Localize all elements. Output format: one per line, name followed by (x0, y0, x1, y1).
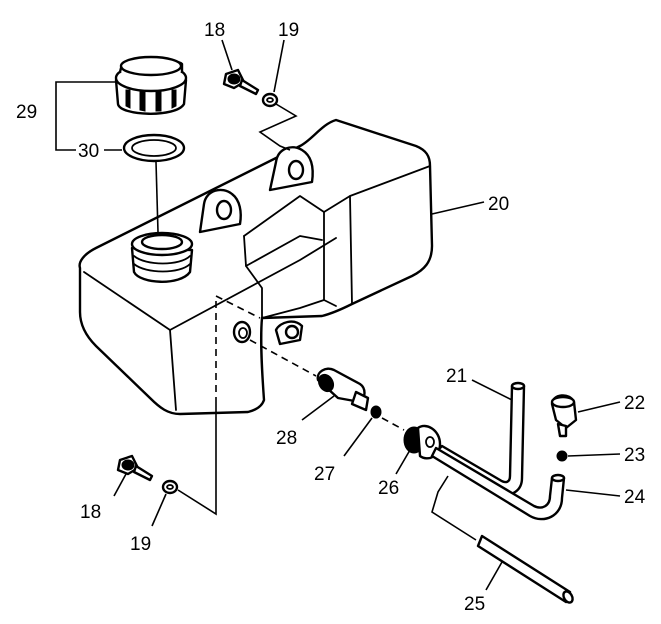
hose-clamp (556, 450, 568, 462)
assembly-line-top-bolt (258, 103, 298, 151)
leader-28 (301, 395, 335, 421)
callout-26: 26 (378, 478, 399, 499)
filter-pipe (476, 534, 574, 604)
callout-22: 22 (624, 393, 645, 414)
callout-23: 23 (624, 445, 645, 466)
o-ring (370, 405, 382, 419)
callout-27: 27 (314, 464, 335, 485)
cap-gasket (122, 133, 186, 163)
leader-27 (343, 417, 373, 457)
leader-22 (577, 401, 621, 413)
leader-25 (485, 561, 503, 591)
callout-29: 29 (16, 102, 37, 123)
hidden-line-oring (381, 417, 405, 431)
outlet-fitting (316, 367, 370, 412)
leader-18-top (221, 39, 233, 71)
assembly-line-bottom-bolt (177, 404, 217, 516)
callout-28: 28 (276, 428, 297, 449)
callout-25: 25 (464, 594, 485, 615)
leader-19-bottom (151, 493, 167, 527)
bolt-bottom (116, 454, 154, 482)
mounting-tab-left (198, 188, 242, 234)
fuel-tank (78, 118, 434, 416)
bolt-top (222, 68, 260, 96)
leader-21 (471, 379, 513, 401)
washer-top (261, 92, 279, 108)
mounting-tab-lower (274, 320, 304, 346)
callout-bracket-29 (55, 81, 76, 151)
callout-20: 20 (488, 194, 509, 215)
callout-19-bottom: 19 (130, 534, 151, 555)
assembly-line-cap (155, 161, 159, 233)
filler-neck (130, 231, 194, 283)
callout-18-top: 18 (204, 20, 225, 41)
fuel-hose-supply (430, 446, 566, 521)
assembly-line-filter (431, 475, 477, 541)
hidden-line-outlet (249, 339, 317, 377)
leader-18-bottom (113, 473, 127, 497)
leader-19-top (273, 39, 285, 93)
washer-bottom (161, 479, 179, 495)
callout-18-bottom: 18 (80, 502, 101, 523)
mounting-tab-right (268, 146, 314, 192)
fuel-cap (114, 55, 188, 115)
callout-21: 21 (446, 366, 467, 387)
hose-plug (550, 394, 578, 438)
leader-26 (395, 449, 411, 475)
callout-24: 24 (624, 487, 646, 508)
leader-20 (431, 201, 485, 215)
leader-24 (565, 489, 621, 497)
callout-30: 30 (78, 141, 99, 162)
leader-23 (567, 453, 621, 457)
hidden-line-bottom-bolt (215, 294, 261, 404)
tank-outlet-port (232, 320, 252, 344)
callout-19-top: 19 (278, 20, 299, 41)
